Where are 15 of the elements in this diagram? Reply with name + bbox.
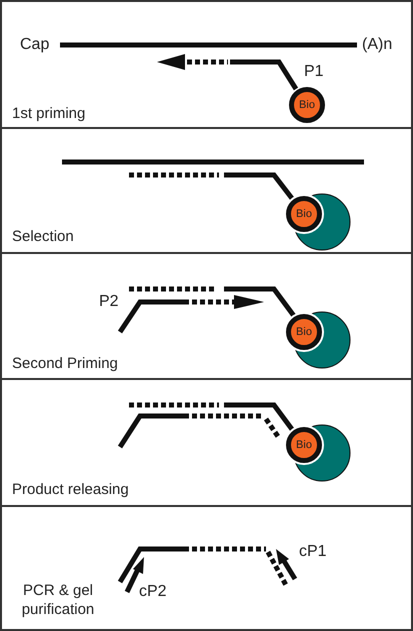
biotin-bead: Bio [286,196,322,232]
strand-label: P1 [304,62,324,82]
strand-label: cP1 [299,542,327,562]
strand-label: P2 [99,292,119,312]
strand-label: cP2 [139,582,167,602]
step-label: Product releasing [12,480,129,499]
strand-label: (A)n [362,35,392,55]
biotin-bead: Bio [289,87,325,123]
step-label: 1st priming [12,104,86,123]
strand-label: Cap [20,35,50,55]
step-label: Selection [12,227,74,246]
biotin-bead: Bio [286,427,322,463]
biotin-bead: Bio [286,314,322,350]
step-label: Second Priming [12,354,118,373]
step-label: PCR & gel purification [20,581,96,619]
